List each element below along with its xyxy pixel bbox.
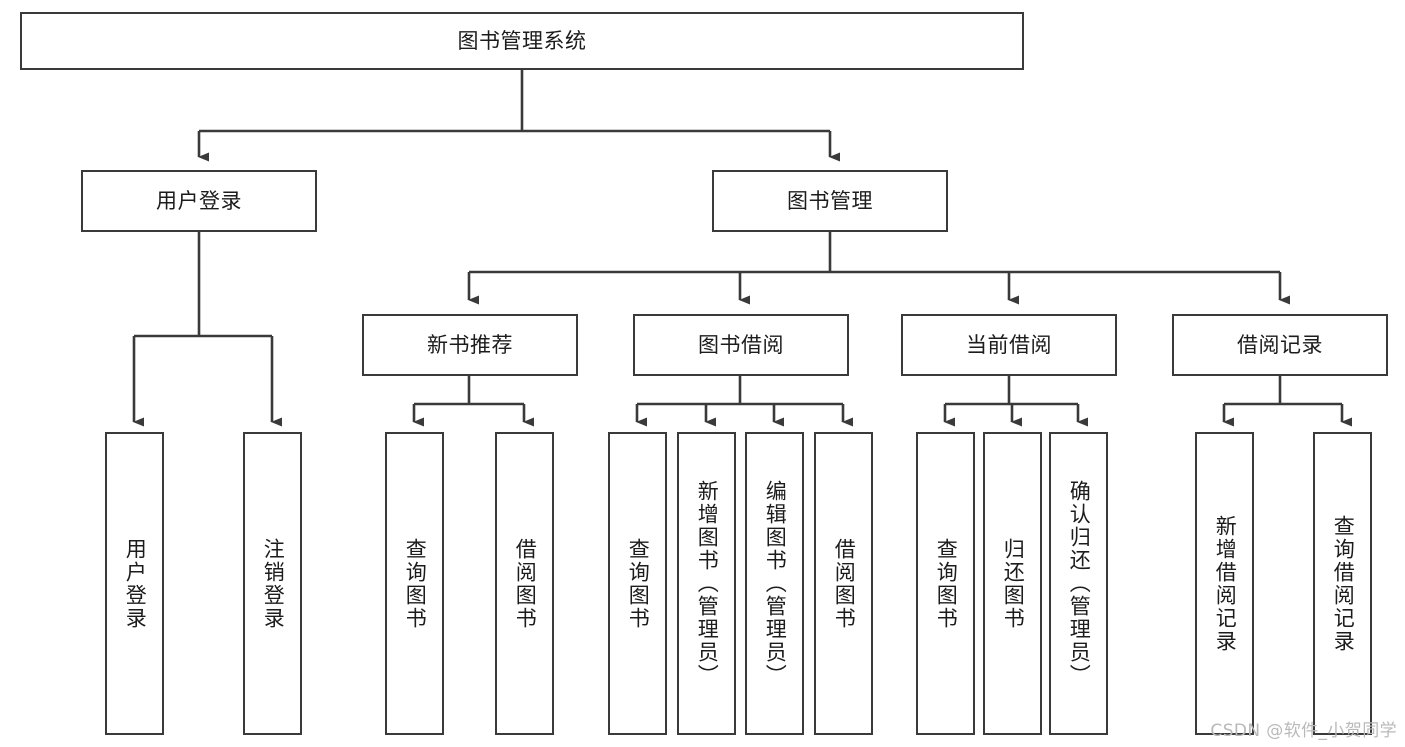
leaf-add-book[interactable]: 新增图书（管理员）: [677, 432, 736, 735]
node-label-user-login: 用户登录: [156, 188, 242, 213]
leaf-label-query-book-3: 查询图书: [934, 537, 959, 630]
node-label-book-management: 图书管理: [787, 188, 873, 213]
leaf-label-logout-login: 注销登录: [261, 537, 286, 630]
leaf-user-login[interactable]: 用户登录: [105, 432, 164, 735]
leaf-query-book-2[interactable]: 查询图书: [608, 432, 667, 735]
node-user-login[interactable]: 用户登录: [81, 170, 317, 232]
leaf-label-borrow-book-2: 借阅图书: [832, 537, 857, 630]
leaf-label-edit-book: 编辑图书（管理员）: [763, 480, 788, 687]
leaf-borrow-book-2[interactable]: 借阅图书: [814, 432, 873, 735]
leaf-label-return-book: 归还图书: [1001, 537, 1026, 630]
watermark-text: CSDN @软件_小贺同学: [1210, 721, 1397, 741]
leaf-label-user-login: 用户登录: [123, 537, 148, 630]
leaf-borrow-book-1[interactable]: 借阅图书: [495, 432, 554, 735]
leaf-query-record[interactable]: 查询借阅记录: [1313, 432, 1372, 735]
node-book-management[interactable]: 图书管理: [712, 170, 948, 232]
node-new-book-recommend[interactable]: 新书推荐: [362, 314, 578, 376]
node-current-borrow[interactable]: 当前借阅: [901, 314, 1117, 376]
leaf-confirm-return[interactable]: 确认归还（管理员）: [1049, 432, 1108, 735]
leaf-query-book-1[interactable]: 查询图书: [385, 432, 444, 735]
leaf-label-query-book-1: 查询图书: [403, 537, 428, 630]
node-label-root: 图书管理系统: [457, 28, 587, 53]
node-book-borrow[interactable]: 图书借阅: [633, 314, 849, 376]
node-label-book-borrow: 图书借阅: [698, 332, 784, 357]
node-label-borrow-record: 借阅记录: [1237, 332, 1323, 357]
leaf-label-query-book-2: 查询图书: [626, 537, 651, 630]
leaf-label-borrow-book-1: 借阅图书: [513, 537, 538, 630]
leaf-add-record[interactable]: 新增借阅记录: [1195, 432, 1254, 735]
node-borrow-record[interactable]: 借阅记录: [1172, 314, 1388, 376]
leaf-query-book-3[interactable]: 查询图书: [916, 432, 975, 735]
leaf-logout-login[interactable]: 注销登录: [243, 432, 302, 735]
node-book-management-system[interactable]: 图书管理系统: [20, 12, 1024, 70]
leaf-label-add-book: 新增图书（管理员）: [695, 480, 720, 687]
leaf-return-book[interactable]: 归还图书: [983, 432, 1042, 735]
leaf-label-confirm-return: 确认归还（管理员）: [1067, 480, 1092, 687]
leaf-label-add-record: 新增借阅记录: [1213, 514, 1238, 653]
leaf-edit-book[interactable]: 编辑图书（管理员）: [745, 432, 804, 735]
node-label-new-book-recommend: 新书推荐: [427, 332, 513, 357]
leaf-label-query-record: 查询借阅记录: [1331, 514, 1356, 653]
node-label-current-borrow: 当前借阅: [966, 332, 1052, 357]
